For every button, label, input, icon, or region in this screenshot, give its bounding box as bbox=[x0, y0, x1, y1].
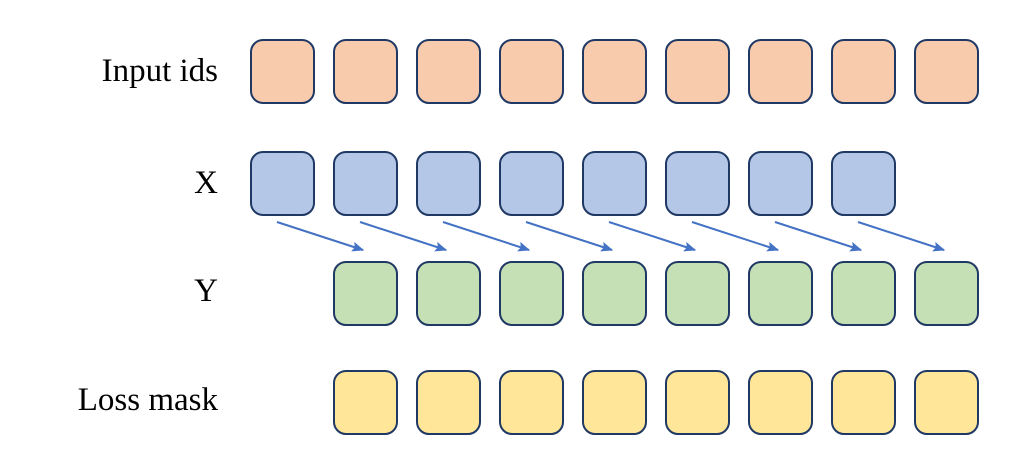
cell-x-2[interactable] bbox=[416, 151, 481, 216]
cell-x-5[interactable] bbox=[665, 151, 730, 216]
cell-y-7[interactable] bbox=[914, 261, 979, 326]
cell-input-ids-2[interactable] bbox=[416, 39, 481, 104]
cell-y-1[interactable] bbox=[416, 261, 481, 326]
shift-arrow-4 bbox=[608, 221, 697, 252]
cell-input-ids-5[interactable] bbox=[665, 39, 730, 104]
cell-y-6[interactable] bbox=[831, 261, 896, 326]
cell-x-4[interactable] bbox=[582, 151, 647, 216]
shift-arrow-7 bbox=[857, 221, 946, 252]
cell-x-6[interactable] bbox=[748, 151, 813, 216]
cell-loss-mask-1[interactable] bbox=[416, 370, 481, 435]
cell-group-input-ids bbox=[250, 39, 979, 104]
cell-input-ids-6[interactable] bbox=[748, 39, 813, 104]
cell-y-0[interactable] bbox=[333, 261, 398, 326]
cell-input-ids-1[interactable] bbox=[333, 39, 398, 104]
shift-arrow-2 bbox=[442, 221, 531, 252]
cell-input-ids-4[interactable] bbox=[582, 39, 647, 104]
shift-arrow-6 bbox=[774, 221, 863, 252]
cell-loss-mask-7[interactable] bbox=[914, 370, 979, 435]
cell-x-3[interactable] bbox=[499, 151, 564, 216]
cell-input-ids-7[interactable] bbox=[831, 39, 896, 104]
cell-x-0[interactable] bbox=[250, 151, 315, 216]
cell-y-2[interactable] bbox=[499, 261, 564, 326]
cell-group-x bbox=[250, 151, 896, 216]
shift-arrow-0 bbox=[276, 221, 365, 252]
cell-x-1[interactable] bbox=[333, 151, 398, 216]
cell-group-y bbox=[333, 261, 979, 326]
row-label-loss-mask: Loss mask bbox=[77, 382, 218, 418]
cell-y-5[interactable] bbox=[748, 261, 813, 326]
row-label-y: Y bbox=[194, 273, 218, 309]
shift-arrow-3 bbox=[525, 221, 614, 252]
cell-loss-mask-4[interactable] bbox=[665, 370, 730, 435]
cell-loss-mask-0[interactable] bbox=[333, 370, 398, 435]
cell-loss-mask-5[interactable] bbox=[748, 370, 813, 435]
row-label-x: X bbox=[194, 165, 218, 201]
shift-arrow-5 bbox=[691, 221, 780, 252]
row-label-input-ids: Input ids bbox=[101, 53, 218, 89]
cell-x-7[interactable] bbox=[831, 151, 896, 216]
cell-y-3[interactable] bbox=[582, 261, 647, 326]
cell-y-4[interactable] bbox=[665, 261, 730, 326]
cell-loss-mask-2[interactable] bbox=[499, 370, 564, 435]
cell-input-ids-3[interactable] bbox=[499, 39, 564, 104]
shift-arrow-1 bbox=[359, 221, 448, 252]
cell-loss-mask-6[interactable] bbox=[831, 370, 896, 435]
cell-input-ids-0[interactable] bbox=[250, 39, 315, 104]
cell-input-ids-8[interactable] bbox=[914, 39, 979, 104]
cell-group-loss-mask bbox=[333, 370, 979, 435]
cell-loss-mask-3[interactable] bbox=[582, 370, 647, 435]
